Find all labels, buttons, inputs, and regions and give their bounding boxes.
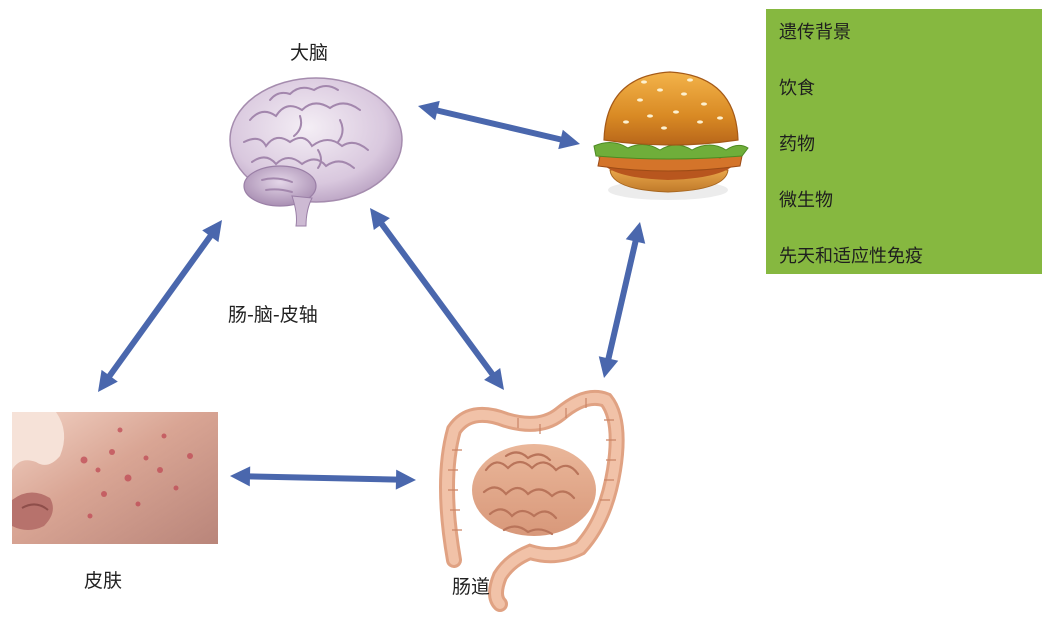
arrows-group	[98, 100, 646, 490]
factor-genetic-background: 遗传背景	[779, 22, 851, 43]
arrow-brain-diet	[418, 100, 580, 150]
arrow-skin-gut	[230, 466, 416, 490]
skin-photo	[12, 412, 218, 544]
intestine-illustration	[439, 389, 625, 612]
factor-drugs: 药物	[779, 134, 815, 155]
burger-illustration	[593, 71, 749, 200]
arrow-diet-gut	[598, 222, 646, 378]
brain-illustration	[229, 77, 403, 227]
factor-innate-adaptive-immunity: 先天和适应性免疫	[779, 246, 923, 267]
gut-brain-skin-axis-label: 肠-脑-皮轴	[228, 304, 318, 326]
factor-microbes: 微生物	[779, 190, 833, 211]
brain-label: 大脑	[290, 42, 329, 64]
gut-label: 肠道	[452, 576, 491, 598]
arrow-brain-gut	[370, 208, 504, 390]
factor-diet: 饮食	[779, 78, 815, 99]
skin-label: 皮肤	[84, 570, 123, 592]
arrow-brain-skin	[98, 220, 222, 392]
factors-panel: 遗传背景 饮食 药物 微生物 先天和适应性免疫	[766, 9, 1042, 274]
